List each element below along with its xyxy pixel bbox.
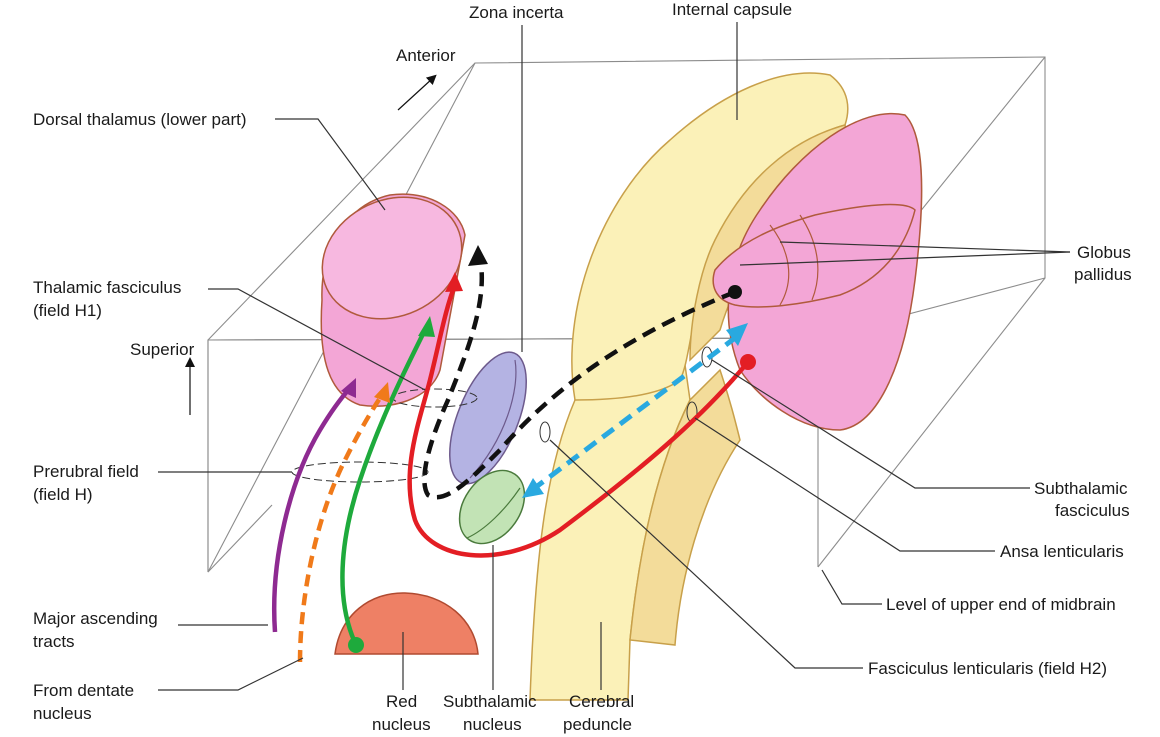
black-tract-origin xyxy=(728,285,742,299)
leader-lines xyxy=(158,22,1071,691)
label-superior: Superior xyxy=(130,340,195,359)
globus-pallidus-lamina-1 xyxy=(769,224,790,306)
fasciculus-lenticularis-ring xyxy=(539,421,551,443)
globus-pallidus-lamina-2 xyxy=(799,214,819,301)
label-fasciculus-lenticularis: Fasciculus lenticularis (field H2) xyxy=(868,659,1107,678)
label-major-ascending-line2: tracts xyxy=(33,632,75,651)
label-thalamic-fasciculus-line1: Thalamic fasciculus xyxy=(33,278,181,297)
red-tract xyxy=(407,284,750,558)
label-subthalamic-fasciculus-line2: fasciculus xyxy=(1055,501,1130,520)
leader-fasciculus-lenticularis xyxy=(549,439,863,669)
label-major-ascending-line1: Major ascending xyxy=(33,609,158,628)
orange-tract-arrowhead xyxy=(374,382,390,403)
label-subthalamic-nucleus-line1: Subthalamic xyxy=(443,692,537,711)
label-ansa-lenticularis: Ansa lenticularis xyxy=(1000,542,1124,561)
label-red-nucleus-line1: Red xyxy=(386,692,417,711)
label-red-nucleus-line2: nucleus xyxy=(372,715,431,734)
label-subthalamic-fasciculus-line1: Subthalamic xyxy=(1034,479,1128,498)
green-tract-origin xyxy=(348,637,364,653)
zona-incerta-lamina xyxy=(469,359,517,479)
label-level-midbrain: Level of upper end of midbrain xyxy=(886,595,1116,614)
label-dentate-line1: From dentate xyxy=(33,681,134,700)
label-subthalamic-nucleus-line2: nucleus xyxy=(463,715,522,734)
label-cerebral-peduncle-line2: peduncle xyxy=(563,715,632,734)
labels: Anterior Superior Zona incerta Internal … xyxy=(33,0,1132,734)
label-dorsal-thalamus: Dorsal thalamus (lower part) xyxy=(33,110,247,129)
green-tract xyxy=(340,328,428,646)
cerebral-peduncle-side xyxy=(629,368,741,646)
globus-pallidus-medial xyxy=(712,203,916,308)
dorsal-thalamus-top xyxy=(321,196,463,320)
label-anterior: Anterior xyxy=(396,46,456,65)
label-internal-capsule: Internal capsule xyxy=(672,0,792,19)
purple-tract xyxy=(272,386,352,633)
zona-incerta-shape xyxy=(449,351,527,485)
orange-tract xyxy=(297,393,384,663)
globus-pallidus-shape xyxy=(712,112,923,431)
leader-dorsal-thalamus xyxy=(275,118,386,211)
box-edge-bottom-left xyxy=(207,504,273,573)
blue-tract-arrowhead-upper xyxy=(726,323,748,346)
label-thalamic-fasciculus-line2: (field H1) xyxy=(33,301,102,320)
leader-dentate xyxy=(158,657,304,691)
label-zona-incerta: Zona incerta xyxy=(469,3,564,22)
blue-tract xyxy=(530,335,737,493)
green-tract-arrowhead xyxy=(418,316,435,337)
zona-incerta-body xyxy=(449,351,527,485)
label-prerubral-field-line1: Prerubral field xyxy=(33,462,139,481)
box-edge-front-top xyxy=(207,337,819,341)
subthalamic-nucleus-body xyxy=(458,469,526,545)
label-dentate-line2: nucleus xyxy=(33,704,92,723)
label-prerubral-field-line2: (field H) xyxy=(33,485,93,504)
leader-level-midbrain xyxy=(821,569,882,605)
leader-globus-pallidus-1 xyxy=(779,241,1071,253)
label-cerebral-peduncle-line1: Cerebral xyxy=(569,692,634,711)
leader-subthalamic-fasciculus xyxy=(711,359,1030,489)
box-edge-top-left xyxy=(207,62,476,341)
anterior-arrow xyxy=(397,74,437,111)
label-globus-pallidus-line2: pallidus xyxy=(1074,265,1132,284)
red-tract-origin xyxy=(740,354,756,370)
subthalamic-nucleus-shape xyxy=(458,469,526,545)
box-edge-bottom-right xyxy=(817,277,1046,568)
blue-tract-arrowhead-lower xyxy=(522,478,544,498)
leader-globus-pallidus-2 xyxy=(739,251,1071,266)
purple-tract-arrowhead xyxy=(341,378,356,398)
subthalamic-nucleus-lamina xyxy=(466,487,521,539)
leader-thalamic-fasciculus xyxy=(208,288,426,391)
label-globus-pallidus-line1: Globus xyxy=(1077,243,1131,262)
black-tract-arrowhead xyxy=(468,245,488,266)
leader-ansa-lenticularis xyxy=(694,417,995,552)
red-tract-arrowhead xyxy=(445,272,463,292)
tracts xyxy=(272,245,756,663)
